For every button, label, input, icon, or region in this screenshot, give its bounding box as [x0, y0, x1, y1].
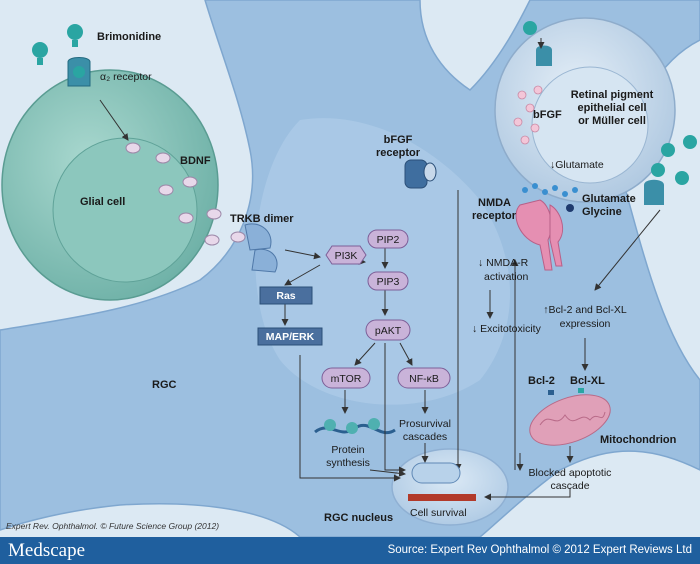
arrows [99, 38, 661, 501]
prosurvival-label-2: cascades [403, 431, 447, 443]
protein-synthesis-label-2: synthesis [326, 457, 370, 469]
mtor-label: mTOR [331, 373, 362, 385]
alpha2-receptor-label: α₂ receptor [100, 71, 152, 83]
pakt-label: pAKT [375, 325, 402, 337]
rpe-brimonidine-icon [523, 21, 552, 66]
glutamate-down-label: ↓Glutamate [550, 159, 604, 171]
pi3k-label: PI3K [335, 250, 358, 262]
alpha2-receptor-icon [67, 57, 91, 87]
pip3-node: PIP3 [367, 271, 409, 291]
bdnf-molecules [125, 142, 246, 246]
ras-node: Ras [259, 286, 313, 305]
excitotoxicity-label: ↓ Excitotoxicity [472, 323, 542, 335]
nfkb-node: NF-κB [397, 367, 451, 389]
medscape-logo[interactable]: Medscape [8, 540, 86, 561]
ras-label: Ras [276, 290, 295, 302]
protein-ribbon-icon [314, 418, 396, 434]
rgc-label: RGC [152, 379, 177, 391]
nmda-receptor-label-2: receptor [472, 210, 517, 222]
pakt-node: pAKT [365, 319, 411, 341]
protein-synthesis-label-1: Protein [331, 444, 364, 456]
bfgf-molecules [513, 85, 543, 145]
rpe-label-1: Retinal pigment [571, 89, 654, 101]
footer-bar: Medscape Source: Expert Rev Ophthalmol ©… [0, 537, 700, 564]
pi3k-node: PI3K [325, 245, 367, 265]
maperk-label: MAP/ERK [266, 331, 315, 343]
glial-cell-label: Glial cell [80, 196, 125, 208]
pip2-label: PIP2 [377, 234, 400, 246]
bfgf-label: bFGF [533, 109, 562, 121]
blocked-cascade-label-1: Blocked apoptotic [529, 467, 612, 479]
figure-credit: Expert Rev. Ophthalmol. © Future Science… [6, 521, 219, 531]
pip3-label: PIP3 [377, 276, 400, 288]
source-text: Source: Expert Rev Ophthalmol © 2012 Exp… [387, 544, 692, 556]
bcl-expression-label-2: expression [560, 318, 611, 330]
pip2-node: PIP2 [367, 229, 409, 249]
bcl2-label: Bcl-2 [528, 375, 555, 387]
bclxl-label: Bcl-XL [570, 375, 605, 387]
nmda-activation-label-2: activation [484, 271, 529, 283]
mtor-node: mTOR [321, 367, 371, 389]
rgc-nucleus-label: RGC nucleus [324, 512, 393, 524]
prosurvival-label-1: Prosurvival [399, 418, 451, 430]
glutamate-label: Glutamate [582, 193, 636, 205]
right-brimonidine-icon [644, 135, 697, 205]
nmda-receptor-label-1: NMDA [478, 197, 511, 209]
rpe-label-3: or Müller cell [578, 115, 646, 127]
bdnf-label: BDNF [180, 155, 211, 167]
pathway-diagram: PI3K PIP2 PIP3 pAKT mTOR NF-κB Ras MAP/E… [0, 0, 700, 537]
mitochondrion-icon [529, 394, 611, 446]
maperk-node: MAP/ERK [257, 327, 323, 346]
bfgf-receptor-icon [404, 159, 437, 189]
trkb-dimer-label: TRKB dimer [230, 213, 294, 225]
trkb-dimer-icon [244, 223, 278, 273]
bcl-expression-label-1: ↑Bcl-2 and Bcl-XL [543, 304, 627, 316]
nmda-receptor-icon [515, 199, 563, 271]
cell-survival-label: Cell survival [410, 507, 467, 519]
brimonidine-label: Brimonidine [97, 31, 161, 43]
brimonidine-molecule-icon [32, 24, 83, 65]
creb-node [411, 462, 461, 484]
nmda-activation-label-1: ↓ NMDA-R [478, 257, 529, 269]
glutamate-molecules [522, 183, 578, 197]
glycine-molecule [566, 204, 574, 212]
glial-nucleus [52, 137, 198, 283]
mitochondrion-label: Mitochondrion [600, 434, 677, 446]
bfgf-receptor-label-1: bFGF [384, 134, 413, 146]
glycine-label: Glycine [582, 206, 622, 218]
blocked-cascade-label-2: cascade [550, 480, 589, 492]
cell-survival-bar [408, 494, 476, 501]
rpe-label-2: epithelial cell [577, 102, 646, 114]
nfkb-label: NF-κB [409, 373, 439, 385]
bfgf-receptor-label-2: receptor [376, 147, 421, 159]
